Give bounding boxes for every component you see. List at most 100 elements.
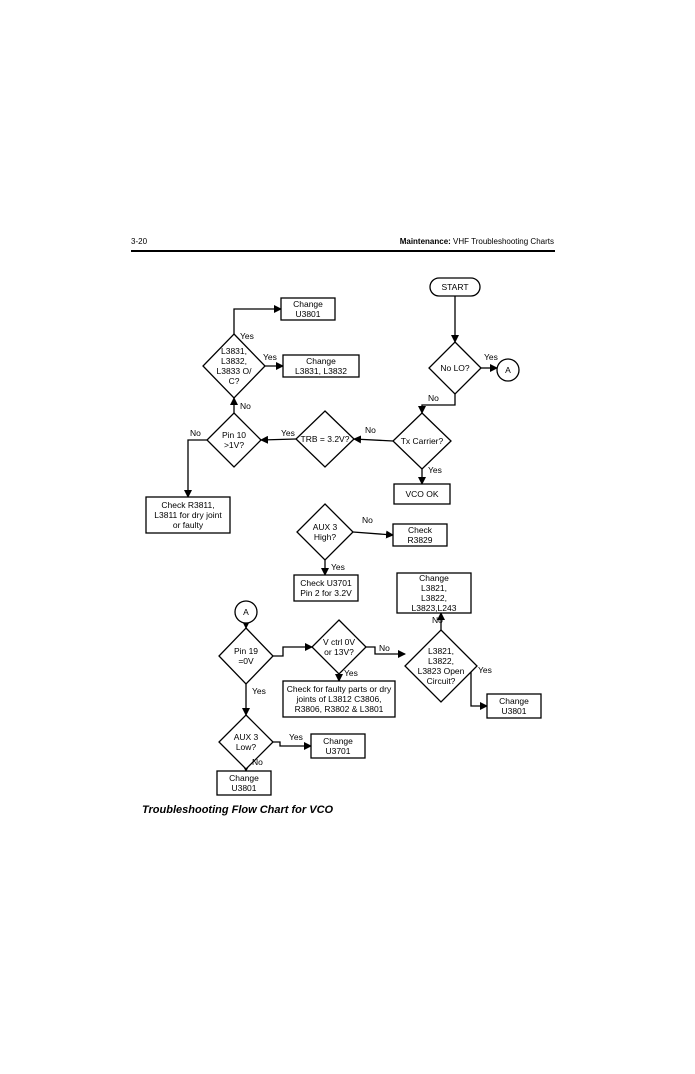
process-box: [282, 680, 396, 718]
node-tx-carrier: Tx Carrier?: [392, 412, 452, 470]
process-box: [280, 297, 336, 321]
node-text: Circuit?: [427, 676, 456, 686]
node-l3831-oc: L3831,L3832,L3833 O/C?: [202, 333, 266, 399]
process-box: [396, 572, 472, 614]
edge-no_lo-to-tx_carrier: [418, 394, 456, 414]
node-text: L3831, L3832: [295, 366, 347, 376]
decision-diamond: [404, 629, 478, 703]
decision-diamond: [392, 412, 452, 470]
node-vco-ok: VCO OK: [393, 483, 451, 505]
decision-diamond: [206, 412, 262, 468]
edge-pin19-to-aux3_low: [366, 646, 406, 658]
process-box: [392, 523, 448, 547]
node-text: Check R3811,: [161, 500, 214, 510]
node-text: L3832,: [221, 356, 247, 366]
node-text: L3822,: [428, 656, 454, 666]
edge-label-no: No: [190, 428, 201, 438]
connector-circle: [496, 358, 520, 382]
edge-label-no: No: [240, 401, 251, 411]
decision-diamond: [428, 341, 482, 395]
node-text: L3821,: [428, 646, 454, 656]
node-text: L3823 Open: [418, 666, 465, 676]
node-text: Pin 19: [234, 646, 258, 656]
edge-trb-to-aux3_high: [184, 439, 207, 498]
edge-label-no: No: [432, 615, 443, 625]
process-box: [293, 574, 359, 602]
edge-label-yes: Yes: [478, 665, 492, 675]
node-text: V ctrl 0V: [323, 637, 355, 647]
edge-l3831_oc-to-change_l3831: [233, 305, 282, 334]
node-text: U3801: [501, 706, 526, 716]
terminal-shape: [429, 277, 481, 297]
decision-diamond: [218, 627, 274, 685]
process-box: [310, 733, 366, 759]
node-text: Change: [293, 299, 323, 309]
node-text: Change: [499, 696, 529, 706]
connector-circle: [234, 600, 258, 624]
node-text: Pin 2 for 3.2V: [300, 588, 352, 598]
node-text: Change: [306, 356, 336, 366]
node-trb: TRB = 3.2V?: [295, 410, 355, 468]
node-text: Low?: [236, 742, 257, 752]
node-no-lo: No LO?: [428, 341, 482, 395]
process-box: [282, 354, 360, 378]
decision-diamond: [311, 619, 367, 675]
edge-label-no: No: [428, 393, 439, 403]
node-start: START: [429, 277, 481, 297]
node-text: L3822,: [421, 593, 447, 603]
process-box: [216, 770, 272, 796]
process-box: [145, 496, 231, 534]
edge-label-yes: Yes: [240, 331, 254, 341]
edge-tx_carrier-to-trb: [353, 435, 394, 444]
section-title-bold: Maintenance:: [399, 237, 451, 246]
node-conn-a-bottom: A: [234, 600, 258, 624]
node-text: R3806, R3802 & L3801: [295, 704, 384, 714]
node-text: VCO OK: [405, 489, 438, 499]
node-text: L3831,: [221, 346, 247, 356]
edge-label-yes: Yes: [252, 686, 266, 696]
node-text: Pin 10: [222, 430, 246, 440]
node-pin19: Pin 19=0V: [218, 627, 274, 685]
edge-aux3_low-to-change_u3801_bottom: [273, 741, 312, 750]
node-text: AUX 3: [313, 522, 338, 532]
decision-diamond: [296, 503, 354, 561]
decision-diamond: [218, 714, 274, 770]
page-number: 3-20: [131, 237, 148, 246]
edge-label-no: No: [362, 515, 373, 525]
edge-label-yes: Yes: [263, 352, 277, 362]
node-text: >1V?: [224, 440, 244, 450]
node-text: C?: [229, 376, 240, 386]
decision-diamond: [295, 410, 355, 468]
edge-label-yes: Yes: [331, 562, 345, 572]
edge-l3831_oc-to-change_u3801_top: [352, 530, 394, 539]
node-text: A: [243, 607, 249, 617]
node-text: Tx Carrier?: [401, 436, 444, 446]
edge-label-yes: Yes: [484, 352, 498, 362]
edge-label-yes: Yes: [289, 732, 303, 742]
node-text: L3833 O/: [217, 366, 253, 376]
section-title: Maintenance: VHF Troubleshooting Charts: [400, 237, 554, 246]
node-text: Change: [229, 773, 259, 783]
edge-label-yes: Yes: [344, 668, 358, 678]
node-text: L3821,: [421, 583, 447, 593]
header-rule: [131, 250, 555, 252]
edge-label-yes: Yes: [428, 465, 442, 475]
node-conn-a-top: A: [496, 358, 520, 382]
node-text: A: [505, 365, 511, 375]
node-text: Check: [408, 525, 433, 535]
node-text: Change: [419, 573, 449, 583]
